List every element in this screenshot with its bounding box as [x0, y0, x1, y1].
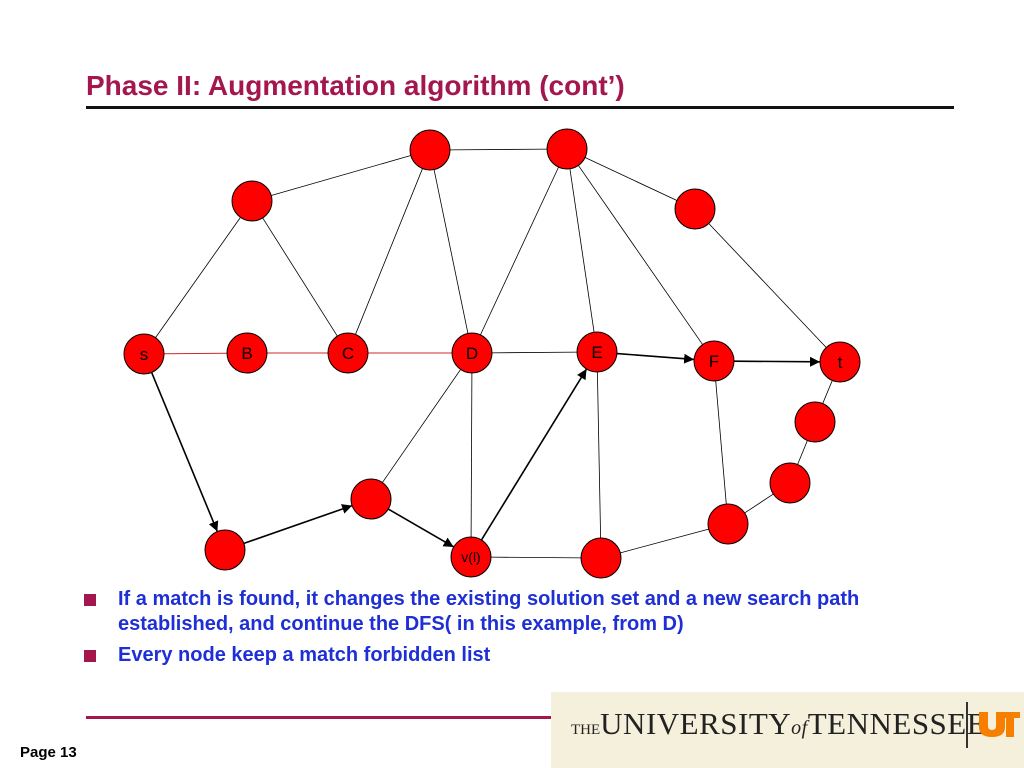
edge-s-n1 [155, 217, 241, 338]
edge-n8-n9 [744, 493, 774, 514]
edge-vl-n7 [490, 556, 582, 559]
node-B [226, 332, 268, 374]
edges-layer [150, 148, 833, 559]
node-n5 [204, 529, 246, 571]
bullet-list: If a match is found, it changes the exis… [84, 587, 974, 674]
node-s [123, 333, 165, 375]
university-logo-banner: THEUNIVERSITYofTENNESSEE [551, 692, 1024, 768]
node-label-E: E [591, 343, 602, 362]
edge-s-B [163, 352, 228, 355]
title-underline [86, 106, 954, 109]
node-n6 [350, 478, 392, 520]
node-label-s: s [140, 345, 149, 364]
footer-rule [86, 716, 556, 719]
edge-vl-E-arrow [480, 368, 588, 541]
page-number: Page 13 [20, 744, 77, 761]
logo-the: THE [571, 722, 601, 738]
node-n10 [794, 401, 836, 443]
edge-n7-n8 [620, 528, 709, 554]
node-n1 [231, 180, 273, 222]
square-bullet-icon [84, 650, 96, 662]
edge-n3-n4 [584, 157, 678, 201]
edge-n2-n3 [449, 148, 548, 151]
edge-n6-vl-arrow [387, 508, 455, 548]
node-label-t: t [838, 353, 843, 372]
node-label-C: C [342, 344, 354, 363]
edge-n2-D [433, 169, 469, 334]
slide-title: Phase II: Augmentation algorithm (cont’) [86, 70, 625, 101]
edge-n1-n2 [271, 155, 411, 196]
node-label-B: B [241, 344, 252, 363]
edge-n3-F [578, 165, 703, 345]
edge-n5-n6-arrow [243, 504, 353, 545]
node-label-F: F [709, 352, 719, 371]
edge-n9-n10 [797, 440, 808, 465]
node-n4 [674, 188, 716, 230]
edge-E-n7 [596, 371, 602, 539]
edge-n3-E [569, 168, 595, 333]
node-n9 [769, 462, 811, 504]
edge-D-vl [470, 372, 473, 538]
edge-n1-C [262, 217, 338, 337]
node-n8 [707, 503, 749, 545]
edge-E-F-arrow [616, 352, 695, 364]
node-t [819, 341, 861, 383]
edge-n3-D [480, 166, 559, 336]
edge-F-t-arrow [733, 356, 821, 367]
logo-of: of [791, 717, 808, 739]
bullet-text: Every node keep a match forbidden list [118, 644, 491, 666]
edge-D-n6 [382, 369, 461, 483]
node-C [327, 332, 369, 374]
edge-s-n5-arrow [150, 372, 219, 532]
node-label-D: D [466, 344, 478, 363]
node-label-vl: v(l) [461, 549, 480, 565]
bullet-item: If a match is found, it changes the exis… [84, 587, 974, 637]
university-wordmark: THEUNIVERSITYofTENNESSEE [571, 706, 986, 742]
logo-tennessee: TENNESSEE [807, 706, 987, 741]
logo-divider [966, 702, 968, 748]
node-D [451, 332, 493, 374]
bullet-item: Every node keep a match forbidden list [84, 643, 974, 668]
logo-university: UNIVERSITY [600, 706, 792, 741]
bullet-text: If a match is found, it changes the exis… [118, 588, 860, 635]
ut-logo-icon [979, 712, 1020, 737]
square-bullet-icon [84, 594, 96, 606]
edge-F-n8 [715, 380, 727, 505]
node-n2 [409, 129, 451, 171]
node-n7 [580, 537, 622, 579]
edge-D-E [491, 351, 578, 354]
node-E [576, 331, 618, 373]
edge-n2-C [355, 168, 423, 335]
node-n3 [546, 128, 588, 170]
edge-n4-t [708, 223, 827, 348]
node-F [693, 340, 735, 382]
edge-n10-t [822, 380, 833, 404]
node-vl [450, 536, 492, 578]
